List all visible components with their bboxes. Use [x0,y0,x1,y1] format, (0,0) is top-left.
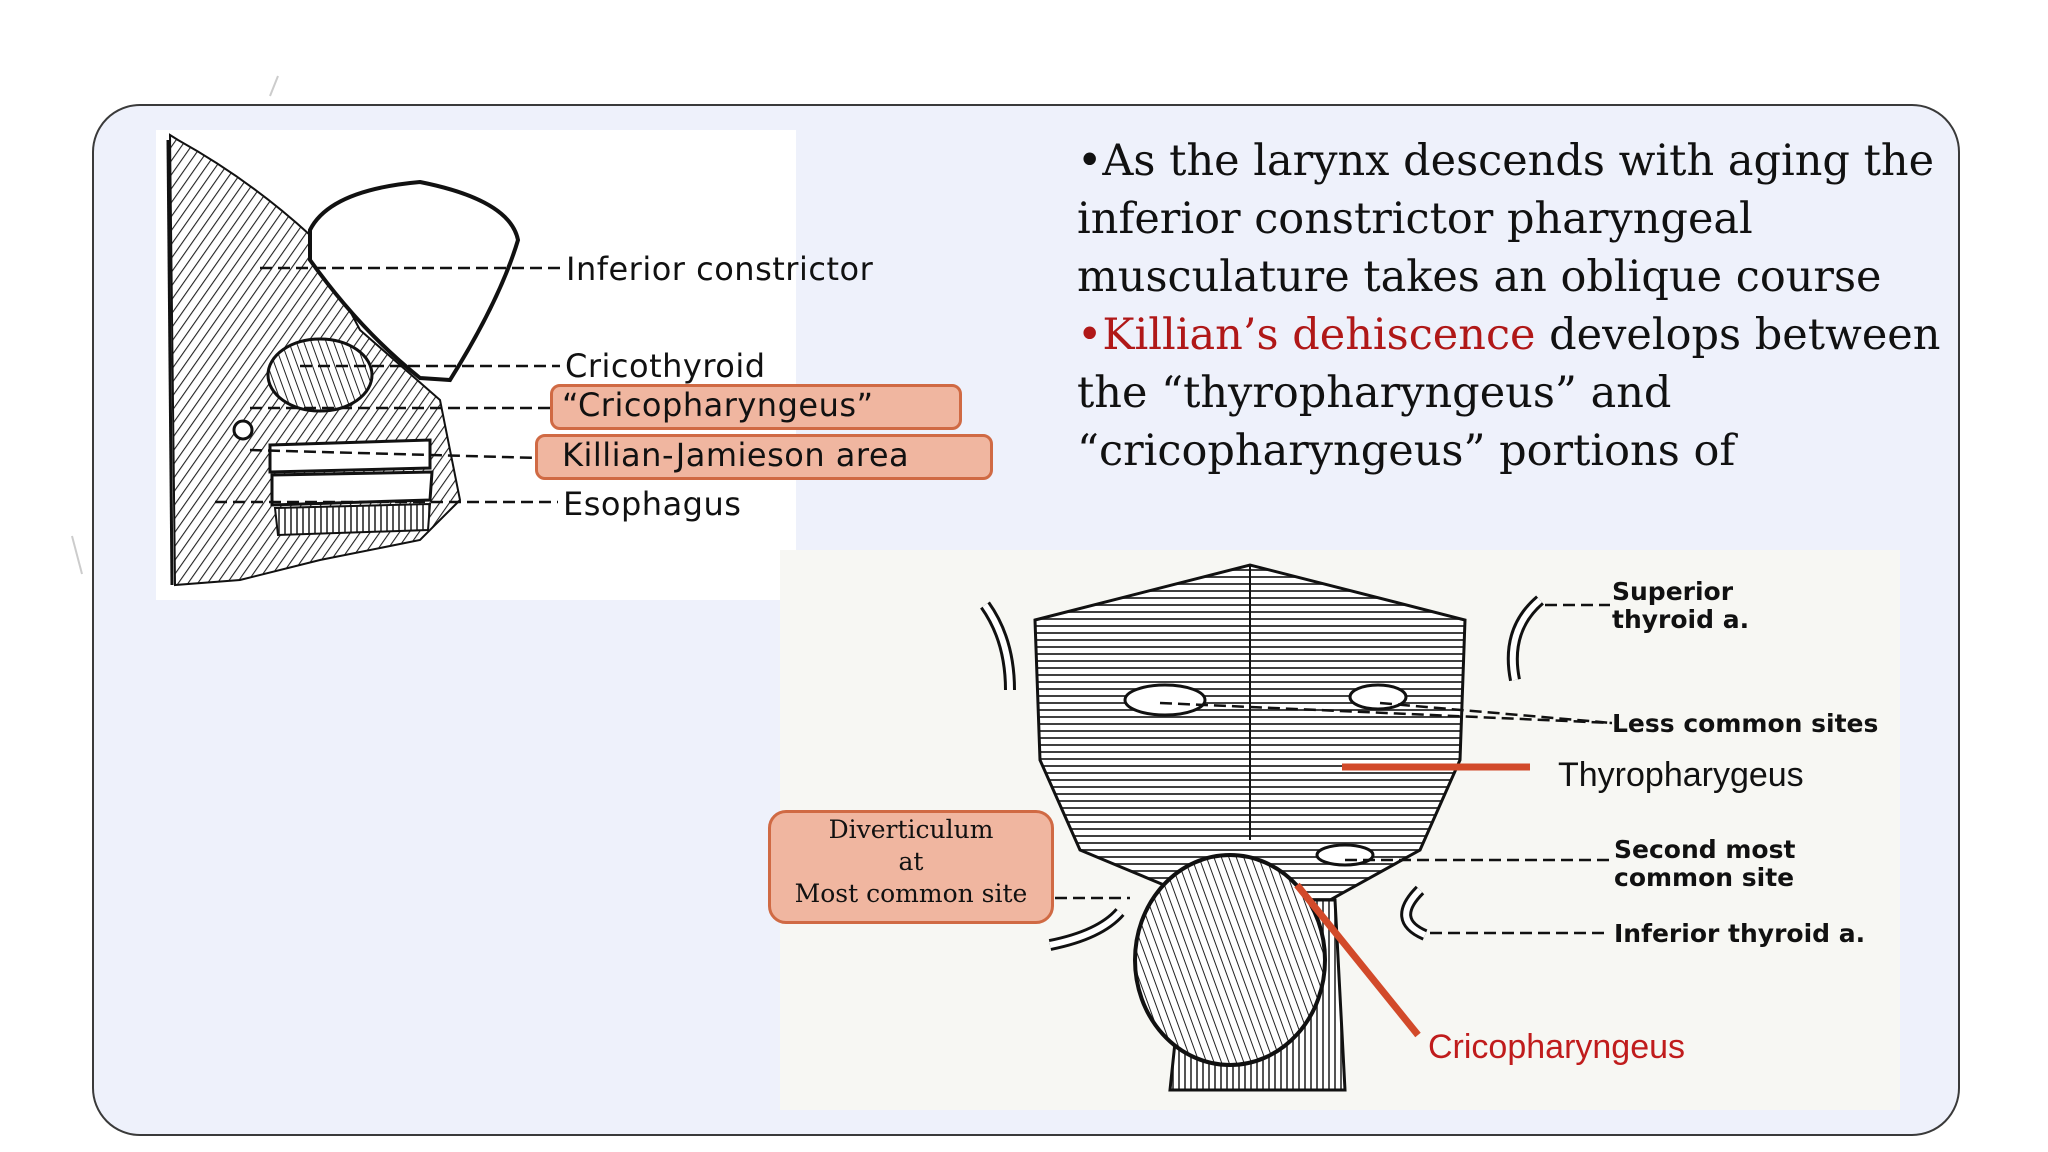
callout-cricopharyngeus-quoted [550,384,962,430]
label-thyropharygeus: Thyropharygeus [1558,756,1804,794]
label-cricopharyngeus: Cricopharyngeus [1428,1028,1686,1066]
label-inferior-thyroid: Inferior thyroid a. [1614,919,1866,948]
bullet-2-highlight: Killian’s dehiscence [1102,310,1536,360]
label-cricopharyngeus-quoted: “Cricopharyngeus” [562,386,874,424]
label-killian-jamieson: Killian-Jamieson area [562,436,910,474]
label-second-most-common-site: Second most common site [1614,835,1796,892]
bullet-2: •Killian’s dehiscence develops between t… [1077,310,1941,476]
label-esophagus: Esophagus [563,485,742,523]
label-less-common-sites: Less common sites [1612,709,1879,738]
label-cricothyroid: Cricothyroid [565,347,766,385]
bullet-1: •As the larynx descends with aging the i… [1077,136,1935,302]
label-inferior-constrictor: Inferior constrictor [566,250,874,288]
slide-body-text: •As the larynx descends with aging the i… [1077,132,1957,480]
callout-diverticulum [768,810,1054,924]
label-superior-thyroid: Superior thyroid a. [1612,577,1750,634]
label-diverticulum: Diverticulum at Most common site [794,815,1028,908]
callout-killian-jamieson [535,434,993,480]
